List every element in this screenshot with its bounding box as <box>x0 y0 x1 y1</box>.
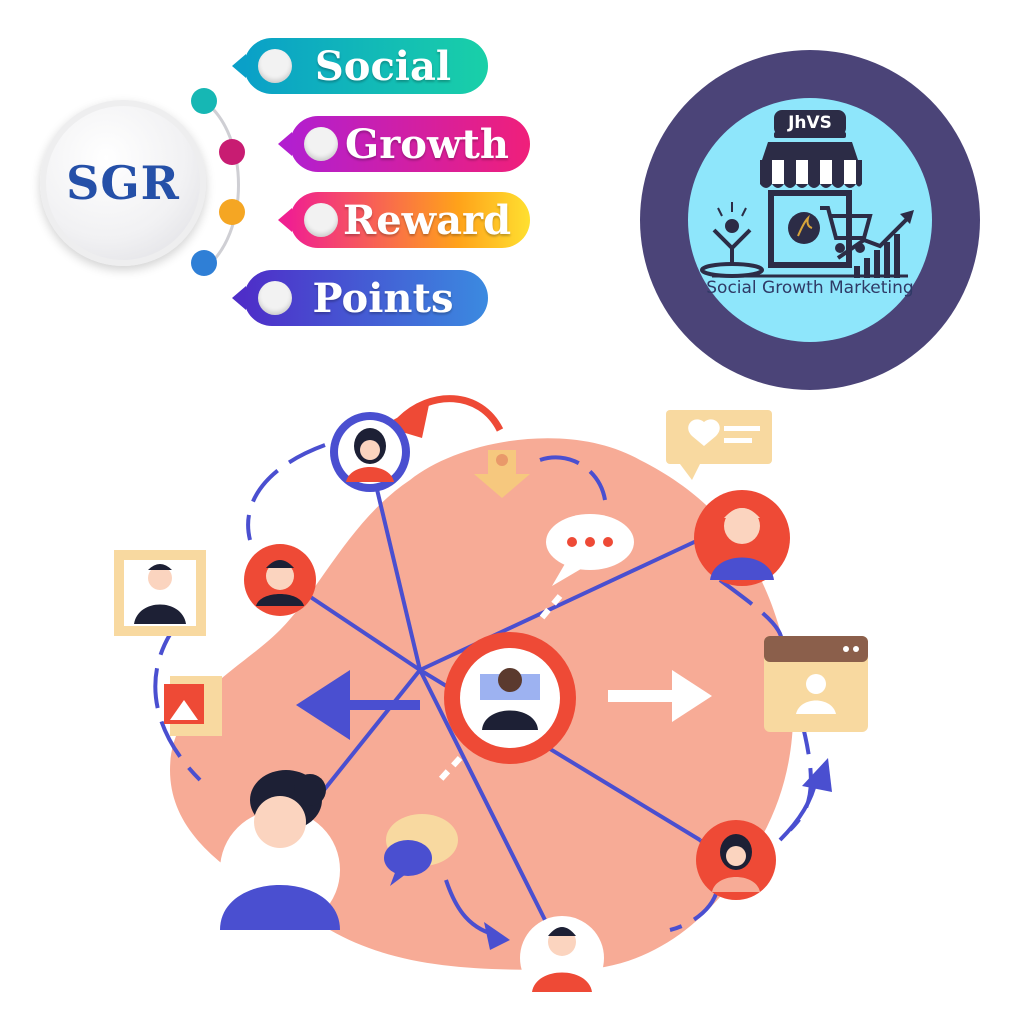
arrow-right-icon <box>608 670 712 722</box>
pill-tail-social <box>232 54 246 78</box>
logo-caption: Social Growth Marketing <box>706 278 914 298</box>
pill-knob <box>258 49 292 83</box>
pill-tail-reward <box>278 208 292 232</box>
growth-chart-icon <box>836 210 914 278</box>
acronym-connector-arc <box>191 88 245 276</box>
acronym-word-points: Points <box>312 274 454 322</box>
connector-dot-social <box>191 88 217 114</box>
acronym-pill-growth: Growth <box>290 116 530 172</box>
logo-tag-jhvs: JhVS <box>774 110 846 136</box>
connector-dot-points <box>191 250 217 276</box>
pill-tail-points <box>232 286 246 310</box>
acronym-word-reward: Reward <box>342 196 512 244</box>
location-pin-icon <box>474 450 530 498</box>
social-network-illustration <box>114 395 868 1000</box>
acronym-word-social: Social <box>314 42 452 90</box>
acronym-pill-reward: Reward <box>290 192 530 248</box>
pill-knob <box>258 281 292 315</box>
people-cheer-icon <box>700 202 764 278</box>
profile-card-icon <box>764 636 868 732</box>
sgr-badge-circle <box>40 100 206 266</box>
center-user-icon <box>444 632 576 764</box>
acronym-word-growth: Growth <box>345 120 509 168</box>
chat-bubble-icon <box>546 514 634 586</box>
user-avatar-icon <box>330 412 410 492</box>
arrow-left-icon <box>296 670 420 740</box>
acronym-pill-social: Social <box>244 38 488 94</box>
chat-bubble-icon <box>384 814 458 886</box>
user-avatar-icon <box>520 916 604 1000</box>
storefront-icon <box>700 132 914 278</box>
user-avatar-icon <box>696 820 776 900</box>
heart-message-icon <box>666 410 772 480</box>
pill-tail-growth <box>278 132 292 156</box>
pill-knob <box>304 203 338 237</box>
pill-knob <box>304 127 338 161</box>
connector-dot-reward <box>219 199 245 225</box>
user-avatar-icon <box>220 770 340 930</box>
image-card-icon <box>164 676 222 736</box>
profile-card-icon <box>114 550 206 636</box>
connector-dot-growth <box>219 139 245 165</box>
sgr-badge-text: SGR <box>66 156 180 210</box>
user-avatar-icon <box>694 490 790 586</box>
user-avatar-icon <box>244 544 316 616</box>
acronym-pill-points: Points <box>244 270 488 326</box>
